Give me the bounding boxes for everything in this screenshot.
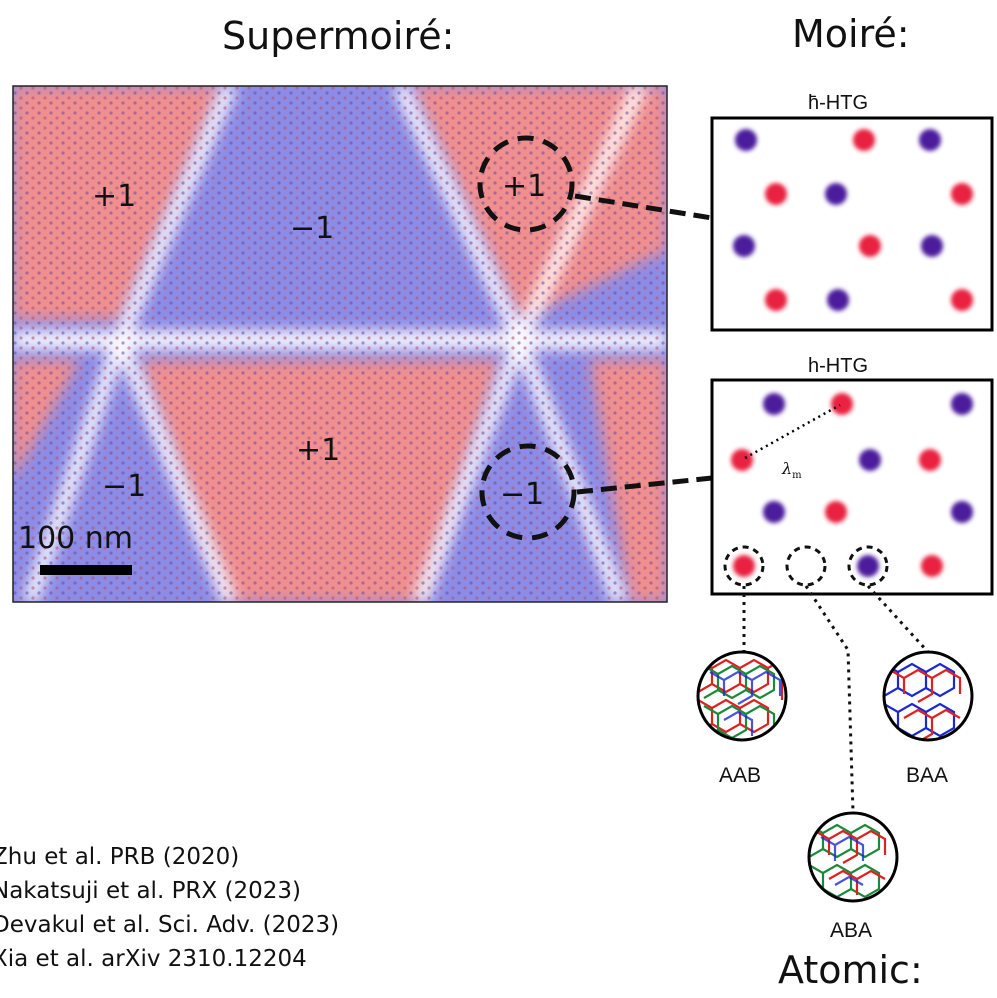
connector-baa <box>866 584 930 654</box>
site-purple <box>921 235 943 257</box>
site-purple <box>827 289 849 311</box>
references: Zhu et al. PRB (2020) Nakatsuji et al. P… <box>0 840 339 976</box>
site-purple <box>763 501 785 523</box>
connector-aba <box>804 585 855 813</box>
site-red <box>951 289 973 311</box>
site-red <box>765 289 787 311</box>
region-label-minus-bottom-left: −1 <box>102 469 146 504</box>
site-purple <box>859 449 881 471</box>
stacking-marker-aab <box>723 545 765 587</box>
site-purple <box>735 129 757 151</box>
site-red <box>853 129 875 151</box>
supermoire-title: Supermoiré: <box>222 14 455 58</box>
site-purple <box>825 183 847 205</box>
atomic-inset-aab: AAB <box>696 650 788 787</box>
site-purple <box>919 129 941 151</box>
stacking-marker-aba <box>785 545 827 587</box>
moire-panel-top <box>710 116 994 332</box>
stacking-label-baa: BAA <box>906 764 948 787</box>
moire-panel-bottom: λm <box>710 378 994 596</box>
supermoire-panel: +1 −1 +1 +1 −1 −1 100 nm <box>12 85 668 603</box>
atomic-title: Atomic: <box>778 948 923 992</box>
highlight-circle-minus <box>479 443 577 541</box>
site-red <box>919 449 941 471</box>
bottom-panel-label: h-HTG <box>808 355 868 377</box>
region-label-plus-top-right: +1 <box>502 169 546 204</box>
atomic-inset-baa: BAA <box>882 650 974 787</box>
site-red <box>859 235 881 257</box>
region-label-plus-top-left: +1 <box>92 179 136 214</box>
reference-4: Xia et al. arXiv 2310.12204 <box>0 946 307 972</box>
reference-3: Devakul et al. Sci. Adv. (2023) <box>0 912 340 938</box>
site-red <box>765 183 787 205</box>
moire-title: Moiré: <box>792 12 910 56</box>
site-red <box>951 183 973 205</box>
scale-bar <box>40 565 132 575</box>
highlight-circle-plus <box>477 135 575 233</box>
reference-2: Nakatsuji et al. PRX (2023) <box>0 878 301 904</box>
wavelength-label: λm <box>781 459 802 481</box>
top-panel-label: h̄-HTG <box>808 92 868 114</box>
site-purple <box>733 235 755 257</box>
stacking-label-aba: ABA <box>830 919 872 942</box>
site-purple <box>951 393 973 415</box>
wavelength-indicator <box>744 403 841 460</box>
site-red <box>921 555 943 577</box>
site-purple <box>857 555 879 577</box>
region-label-minus-top-center: −1 <box>290 211 334 246</box>
site-red <box>731 449 753 471</box>
region-label-minus-bottom-right: −1 <box>500 477 544 512</box>
site-red <box>733 555 755 577</box>
region-label-plus-center: +1 <box>296 433 340 468</box>
site-red <box>831 393 853 415</box>
site-purple <box>763 393 785 415</box>
site-red <box>825 501 847 523</box>
site-purple <box>951 501 973 523</box>
scale-bar-label: 100 nm <box>18 521 133 556</box>
stacking-marker-baa <box>847 545 889 587</box>
reference-1: Zhu et al. PRB (2020) <box>0 844 240 870</box>
atomic-inset-aba: ABA <box>807 811 899 942</box>
stacking-label-aab: AAB <box>719 764 761 787</box>
